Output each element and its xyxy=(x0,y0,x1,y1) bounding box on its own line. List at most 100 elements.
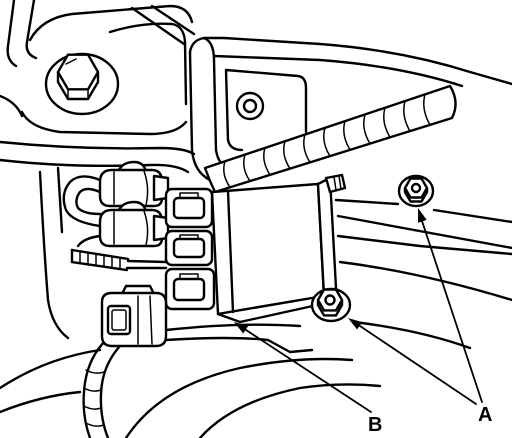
wire-harness xyxy=(203,84,457,194)
lower-panel-curve xyxy=(198,383,382,438)
lower-panel-curve xyxy=(0,390,82,414)
right-mounting-plate xyxy=(334,198,512,302)
socket-middle xyxy=(164,229,214,267)
control-unit-sockets xyxy=(164,187,216,311)
side-panel-edge xyxy=(56,166,64,234)
frame-outer-edge xyxy=(6,0,18,68)
arrowhead-b xyxy=(234,322,249,334)
harness-wire xyxy=(99,344,122,438)
plate-edge xyxy=(432,208,512,224)
harness-rib xyxy=(403,100,411,132)
beam-panel xyxy=(224,68,308,142)
harness-rib xyxy=(323,127,331,157)
frame-inner-edge xyxy=(25,0,38,60)
cross-member-upper-edge xyxy=(0,140,196,156)
harness-rib xyxy=(283,140,291,170)
leader-line-b xyxy=(242,327,372,413)
threaded-stud xyxy=(70,248,168,272)
plug-wires xyxy=(62,175,102,248)
cross-member-lower-edge xyxy=(0,158,190,174)
arrowhead-a-upper xyxy=(418,208,427,223)
harness-rib xyxy=(83,387,102,392)
harness-rib xyxy=(383,107,391,139)
lower-bracket-edge xyxy=(352,320,472,350)
harness-rib xyxy=(363,113,371,145)
socket-lower xyxy=(164,267,216,311)
frame-bolt xyxy=(44,52,120,116)
plate-edge xyxy=(336,234,512,256)
bracket-outer-edge xyxy=(188,50,212,182)
socket-opening xyxy=(172,277,206,302)
stud-lower-edge xyxy=(70,260,129,272)
lower-body-panel xyxy=(0,320,472,438)
label-b: B xyxy=(368,414,382,436)
plug-rib xyxy=(143,170,149,206)
harness-rib xyxy=(263,147,271,176)
harness-wire xyxy=(82,338,108,438)
nut-thread-hole xyxy=(324,294,336,306)
nut-a-upper xyxy=(397,174,435,208)
leader-line-a-upper xyxy=(420,217,483,403)
harness-rib xyxy=(223,160,231,189)
mounting-plate-rib xyxy=(130,6,186,46)
harness-rib xyxy=(85,369,105,374)
plug-body xyxy=(98,168,164,208)
bolt-head-edge xyxy=(67,88,89,100)
cross-member xyxy=(0,140,196,174)
lower-plug-connector xyxy=(100,284,168,348)
nut-a-lower xyxy=(310,287,352,323)
plate-edge xyxy=(338,260,512,302)
plug-wire xyxy=(75,187,102,216)
bolt-head-top xyxy=(56,53,100,91)
leader-line-a-lower xyxy=(356,323,477,405)
lower-bracket-edge xyxy=(164,323,302,332)
left-panel-edge xyxy=(0,94,24,118)
stud-thread xyxy=(338,175,342,190)
harness-rib xyxy=(83,405,102,410)
plug-wire xyxy=(76,234,102,248)
bracket-fold xyxy=(202,36,216,62)
plate-edge xyxy=(334,198,400,206)
mounting-plate-top-edge xyxy=(28,4,194,42)
harness-rib xyxy=(343,120,351,151)
lower-panel-curve xyxy=(124,357,354,438)
plug-wire xyxy=(62,175,102,228)
middle-plug-connector xyxy=(98,200,170,248)
side-panel-edge xyxy=(38,170,70,340)
stud-thread xyxy=(333,176,337,191)
socket-key xyxy=(179,234,199,240)
plug-body xyxy=(98,208,164,248)
socket-opening xyxy=(172,196,206,220)
label-a: A xyxy=(478,404,492,426)
harness-rib xyxy=(243,153,251,182)
bracket-inner-edge xyxy=(212,58,236,174)
harness-rib xyxy=(423,93,431,126)
plug-rib xyxy=(143,210,149,246)
stud-shaft xyxy=(126,259,168,264)
socket-key xyxy=(179,273,199,280)
mounting-plate-inner-contour xyxy=(108,22,188,106)
socket-upper xyxy=(164,187,214,229)
arrowhead-a-lower xyxy=(348,318,363,330)
beam-top-edge xyxy=(222,36,512,86)
socket-opening xyxy=(172,237,206,259)
bolt-highlight xyxy=(65,58,77,65)
lower-connector-harness xyxy=(82,338,122,438)
socket-key xyxy=(179,192,199,199)
frame-beam xyxy=(212,36,512,152)
harness-rib xyxy=(85,422,105,427)
left-side-panel xyxy=(38,166,70,340)
stud-upper-edge xyxy=(70,248,130,261)
plug-rib xyxy=(149,295,153,345)
lower-panel-curve xyxy=(0,348,102,390)
nut-thread-hole xyxy=(410,182,422,194)
mounting-plate-rib-2 xyxy=(150,4,196,36)
beam-hole-inner xyxy=(242,98,258,114)
upper-plug-connector xyxy=(98,160,170,208)
mounting-plate-bottom-edge xyxy=(20,110,188,136)
callout-a: A xyxy=(348,208,492,426)
harness-rib xyxy=(303,133,311,164)
callout-b: B xyxy=(234,322,382,436)
lower-bracket-edge xyxy=(164,336,314,354)
